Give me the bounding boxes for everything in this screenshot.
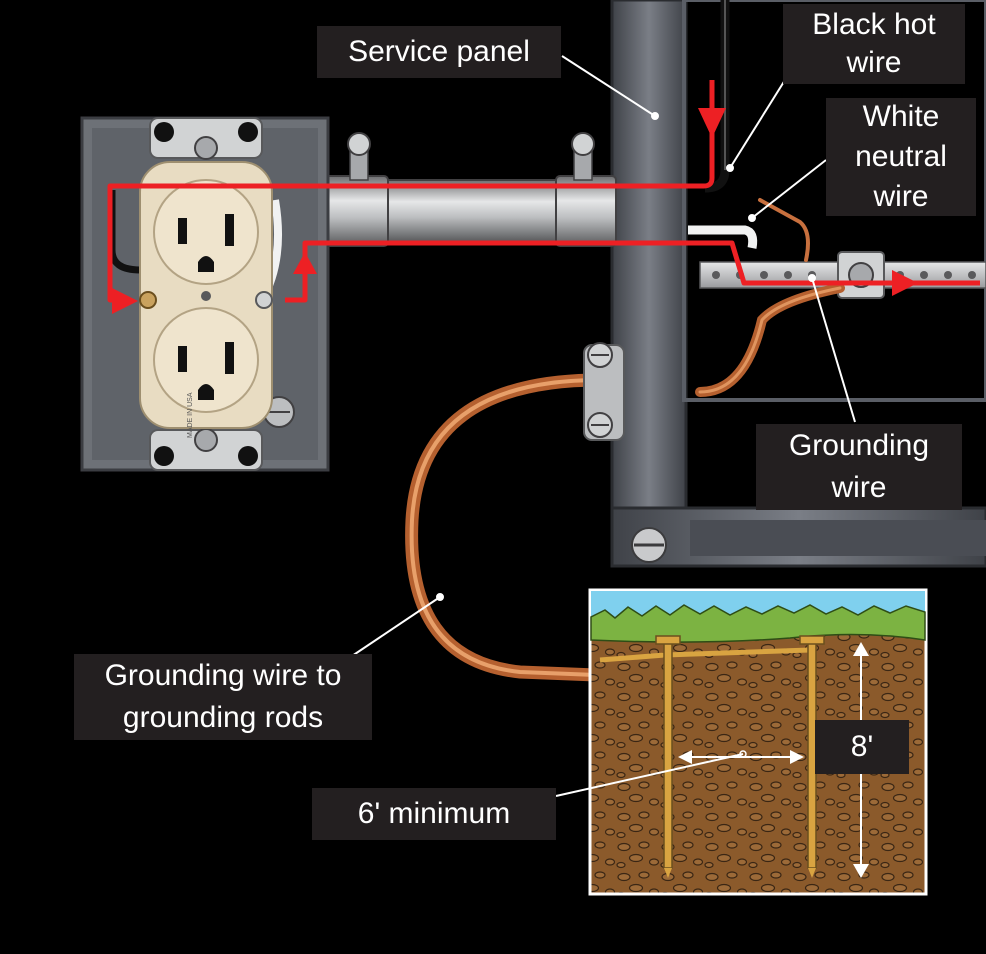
arrow-down-hot bbox=[698, 108, 726, 138]
arrow-right-bus bbox=[892, 270, 918, 296]
white-neutral-wire-label: White neutral wire bbox=[826, 98, 976, 216]
white-neutral-wire bbox=[688, 225, 758, 249]
six-foot-minimum-label: 6' minimum bbox=[312, 788, 556, 840]
black-hot-wire bbox=[704, 0, 730, 193]
arrow-into-receptacle bbox=[112, 288, 138, 314]
grounding-rod-left bbox=[655, 635, 681, 878]
metal-conduit bbox=[317, 132, 617, 247]
leader-lines bbox=[351, 55, 856, 797]
current-arrows bbox=[112, 108, 918, 314]
grounding-clamp bbox=[583, 342, 625, 441]
black-hot-wire-label: Black hot wire bbox=[783, 4, 965, 84]
receptacle-marking: MADE IN USA bbox=[187, 392, 194, 438]
eight-foot-label: 8' bbox=[815, 720, 909, 774]
current-flow-path bbox=[107, 80, 980, 303]
duplex-receptacle bbox=[139, 117, 273, 471]
copper-grounding-wire bbox=[405, 198, 845, 682]
grounding-wire-to-rods-label: Grounding wire to grounding rods bbox=[74, 654, 372, 740]
service-panel bbox=[610, 0, 986, 568]
service-panel-label: Service panel bbox=[317, 26, 561, 78]
arrow-up-neutral bbox=[293, 252, 317, 274]
grounding-wire-label: Grounding wire bbox=[756, 424, 962, 510]
